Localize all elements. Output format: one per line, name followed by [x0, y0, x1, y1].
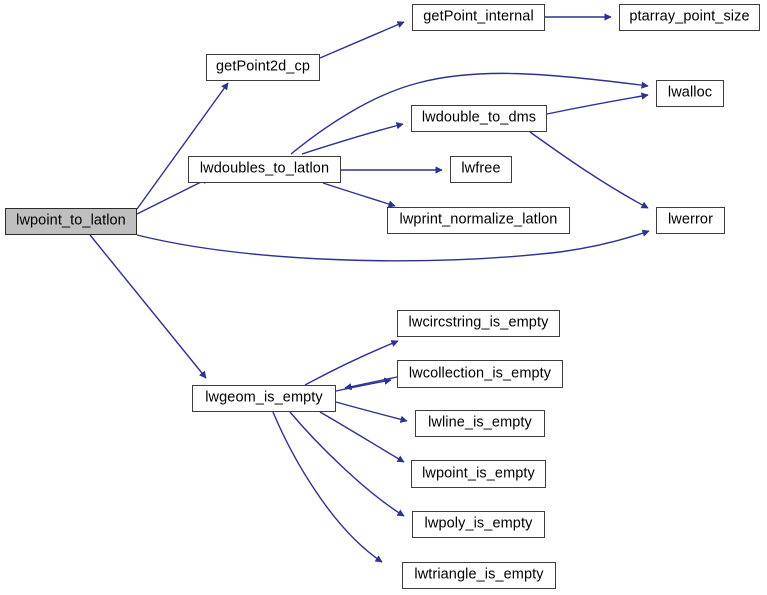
edge-lwdoubles_to_latlon-to-lwprint_normalize_latlon	[322, 182, 396, 208]
edge-lwgeom_is_empty-to-lwcircstring_is_empty	[304, 340, 399, 386]
node-lwcollection_is_empty[interactable]: lwcollection_is_empty	[397, 360, 563, 388]
edge-lwpoint_to_latlon-to-getPoint2d_cp	[136, 82, 229, 210]
node-label: getPoint_internal	[423, 8, 534, 25]
node-lwpoint_is_empty[interactable]: lwpoint_is_empty	[411, 460, 546, 488]
node-label: ptarray_point_size	[629, 8, 750, 25]
node-lwprint_normalize_latlon[interactable]: lwprint_normalize_latlon	[387, 207, 570, 234]
edge-getPoint2d_cp-to-getPoint_internal	[319, 21, 405, 59]
edge-lwdouble_to_dms-to-lwerror	[529, 131, 649, 209]
node-label: getPoint2d_cp	[215, 58, 310, 75]
node-lwline_is_empty[interactable]: lwline_is_empty	[415, 410, 545, 437]
edge-lwcollection_is_empty-to-lwgeom_is_empty	[344, 376, 398, 391]
node-label: lwpoint_is_empty	[422, 465, 535, 482]
node-lwfree[interactable]: lwfree	[450, 156, 512, 183]
node-lwpoint_to_latlon[interactable]: lwpoint_to_latlon	[5, 208, 137, 235]
node-getPoint_internal[interactable]: getPoint_internal	[412, 4, 545, 31]
node-label: lwcollection_is_empty	[408, 365, 552, 382]
edge-lwpoint_to_latlon-to-lwdoubles_to_latlon	[136, 177, 210, 215]
edge-lwgeom_is_empty-to-lwline_is_empty	[335, 401, 408, 423]
node-label: lwerror	[667, 211, 713, 228]
node-lwdouble_to_dms[interactable]: lwdouble_to_dms	[411, 105, 547, 132]
node-label: lwfree	[461, 160, 501, 177]
node-label: lwline_is_empty	[428, 414, 532, 431]
node-label: lwprint_normalize_latlon	[399, 211, 558, 228]
edge-lwgeom_is_empty-to-lwpoint_is_empty	[319, 411, 405, 463]
edge-lwdouble_to_dms-to-lwalloc	[546, 92, 649, 115]
node-label: lwcircstring_is_empty	[408, 314, 549, 331]
edge-lwgeom_is_empty-to-lwcollection_is_empty	[335, 377, 392, 392]
node-label: lwdouble_to_dms	[421, 109, 537, 126]
node-label: lwtriangle_is_empty	[414, 566, 544, 583]
node-getPoint2d_cp[interactable]: getPoint2d_cp	[206, 54, 320, 81]
node-ptarray_point_size[interactable]: ptarray_point_size	[619, 4, 760, 31]
node-lwgeom_is_empty[interactable]: lwgeom_is_empty	[192, 385, 336, 412]
node-label: lwpoly_is_empty	[424, 515, 533, 532]
node-label: lwdoubles_to_latlon	[199, 160, 330, 177]
node-lwcircstring_is_empty[interactable]: lwcircstring_is_empty	[397, 310, 560, 337]
node-lwpoly_is_empty[interactable]: lwpoly_is_empty	[412, 511, 545, 538]
edge-lwpoint_to_latlon-to-lwgeom_is_empty	[89, 234, 207, 379]
edge-lwgeom_is_empty-to-lwpoly_is_empty	[289, 411, 405, 517]
node-label: lwpoint_to_latlon	[16, 212, 126, 229]
edge-lwpoint_to_latlon-to-lwerror	[136, 229, 650, 262]
node-label: lwalloc	[667, 84, 713, 101]
node-lwdoubles_to_latlon[interactable]: lwdoubles_to_latlon	[188, 156, 341, 183]
edge-lwgeom_is_empty-to-lwtriangle_is_empty	[272, 411, 383, 563]
node-label: lwgeom_is_empty	[205, 389, 323, 406]
node-lwerror[interactable]: lwerror	[656, 207, 725, 234]
node-lwalloc[interactable]: lwalloc	[656, 80, 724, 107]
node-lwtriangle_is_empty[interactable]: lwtriangle_is_empty	[402, 562, 556, 589]
edge-lwdoubles_to_latlon-to-lwdouble_to_dms	[301, 122, 404, 155]
